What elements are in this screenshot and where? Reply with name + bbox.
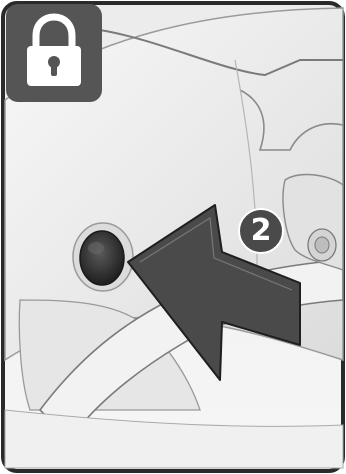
step-marker: 2: [237, 207, 285, 255]
lock-badge: [6, 4, 102, 102]
step-number: 2: [237, 207, 285, 255]
lock-button: [80, 231, 124, 285]
